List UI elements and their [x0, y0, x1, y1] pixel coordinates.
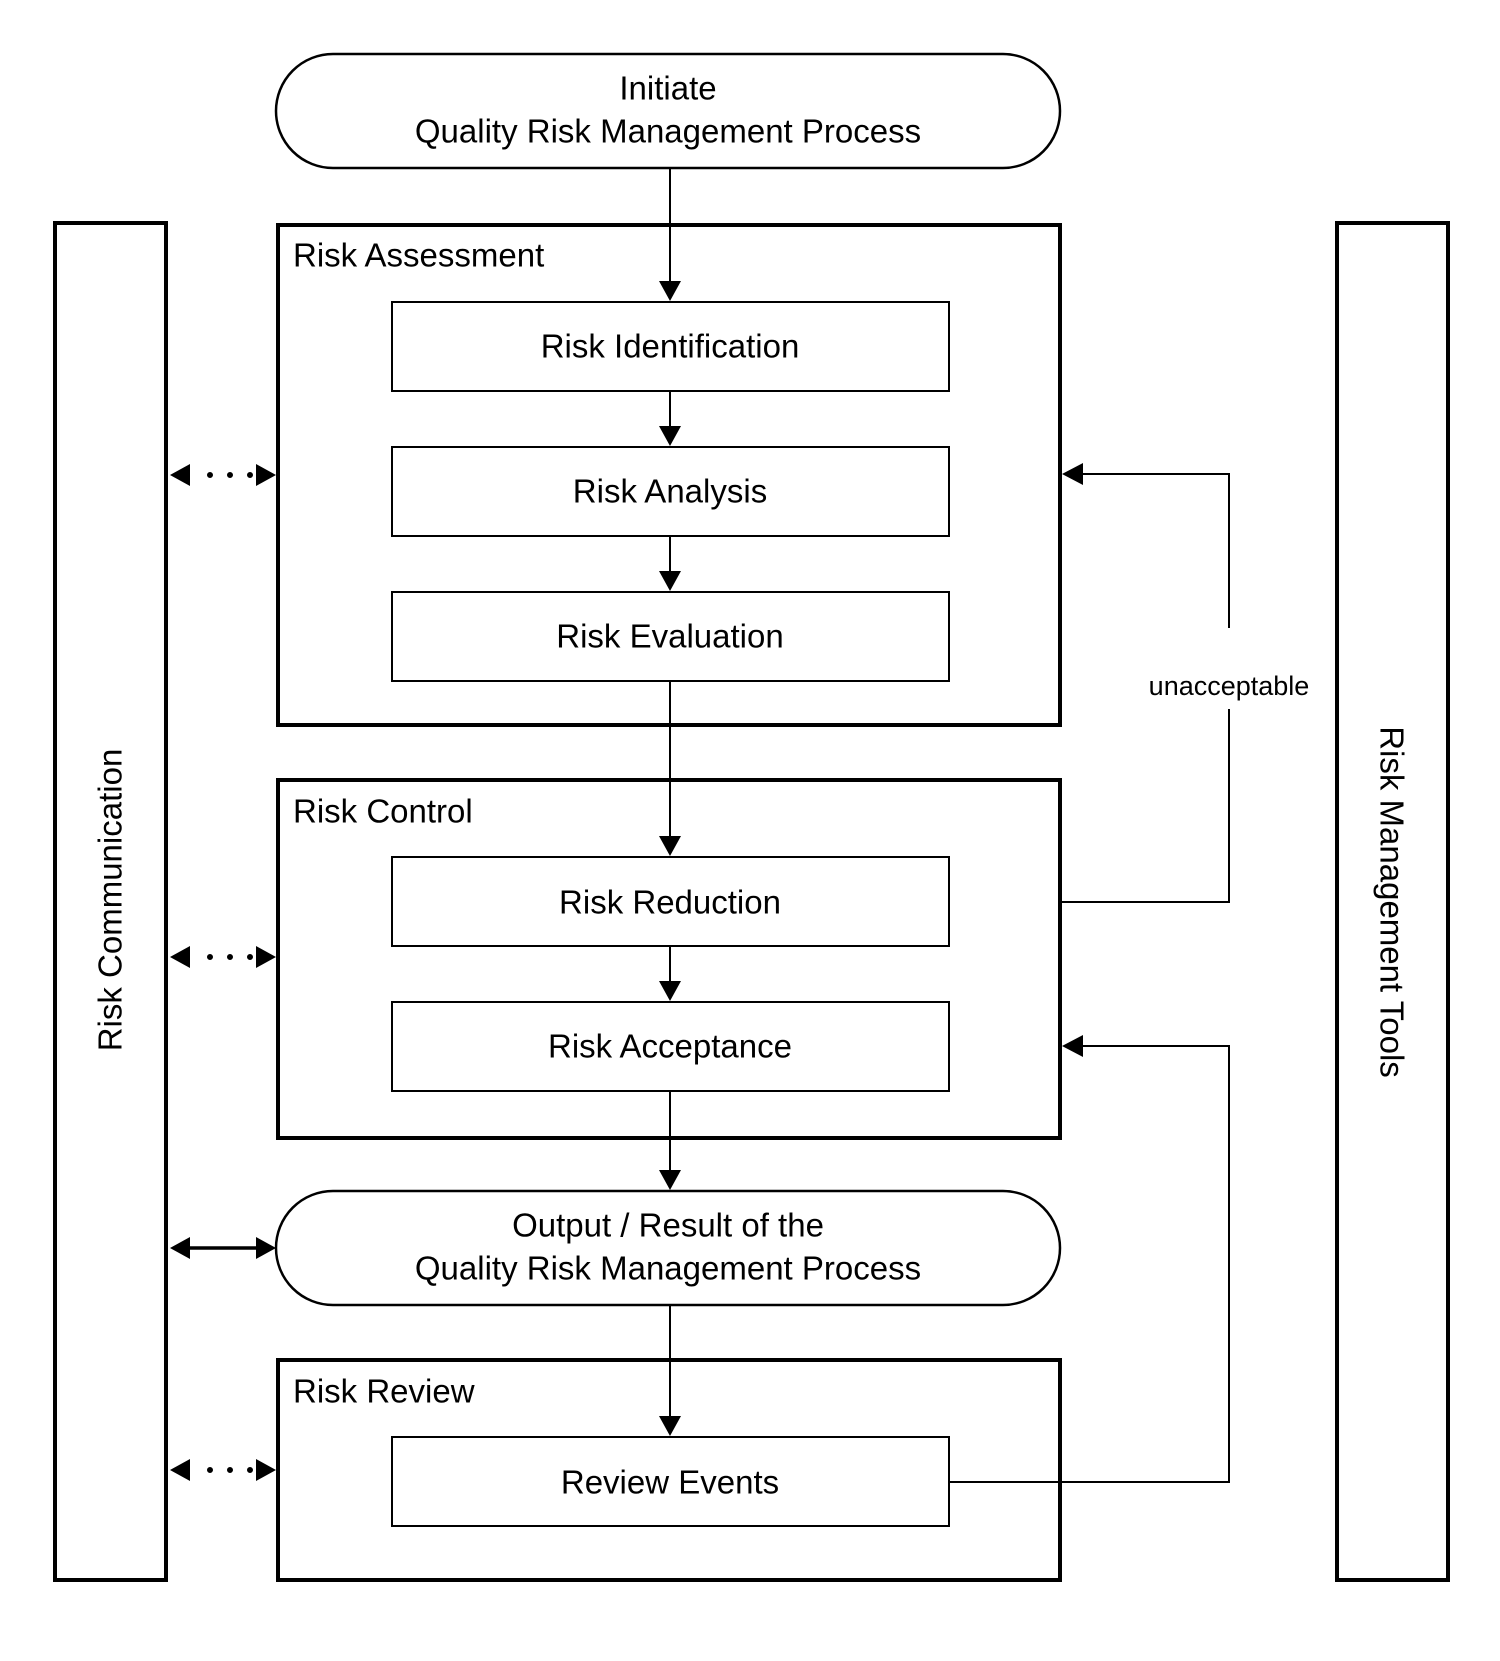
flow-arrows	[659, 168, 681, 1436]
unacceptable-line-upper	[1082, 473, 1230, 628]
risk-reduction-box	[391, 856, 950, 947]
review-events-label: Review Events	[561, 1464, 779, 1501]
risk-evaluation-label: Risk Evaluation	[556, 618, 783, 655]
risk-acceptance-label: Risk Acceptance	[548, 1028, 792, 1065]
risk-communication-bar: Risk Communication	[53, 221, 168, 1582]
output-line-2: Quality Risk Management Process	[415, 1250, 921, 1287]
output-terminator: Output / Result of the Quality Risk Mana…	[274, 1189, 1062, 1307]
risk-review-group: Risk Review Review Events	[276, 1358, 1062, 1582]
unacceptable-line-lower	[1060, 709, 1230, 903]
control-dotted-connector	[170, 946, 276, 968]
output-solid-connector	[170, 1237, 276, 1259]
assessment-dotted-connector	[170, 464, 276, 486]
risk-communication-label: Risk Communication	[92, 749, 129, 1052]
risk-reduction-label: Risk Reduction	[559, 884, 781, 921]
start-terminator: Initiate Quality Risk Management Process	[274, 52, 1062, 170]
start-line-1: Initiate	[619, 70, 716, 107]
risk-assessment-group: Risk Assessment Risk Identification Risk…	[276, 223, 1062, 727]
risk-analysis-label: Risk Analysis	[573, 473, 767, 510]
risk-review-title: Risk Review	[293, 1373, 475, 1410]
risk-identification-label: Risk Identification	[541, 328, 800, 365]
risk-acceptance-box	[391, 1001, 950, 1092]
communication-connectors	[170, 464, 276, 1481]
unacceptable-feedback-loop: unacceptable	[1060, 463, 1310, 903]
risk-control-title: Risk Control	[293, 793, 473, 830]
review-feedback-loop	[949, 1035, 1230, 1483]
risk-assessment-title: Risk Assessment	[293, 237, 544, 274]
start-line-2: Quality Risk Management Process	[415, 113, 921, 150]
unacceptable-label: unacceptable	[1149, 671, 1310, 701]
review-to-acceptance-line	[949, 1045, 1230, 1483]
risk-management-tools-bar: Risk Management Tools	[1335, 221, 1450, 1582]
output-line-1: Output / Result of the	[512, 1207, 824, 1244]
risk-management-tools-label: Risk Management Tools	[1374, 726, 1411, 1078]
review-dotted-connector	[170, 1459, 276, 1481]
